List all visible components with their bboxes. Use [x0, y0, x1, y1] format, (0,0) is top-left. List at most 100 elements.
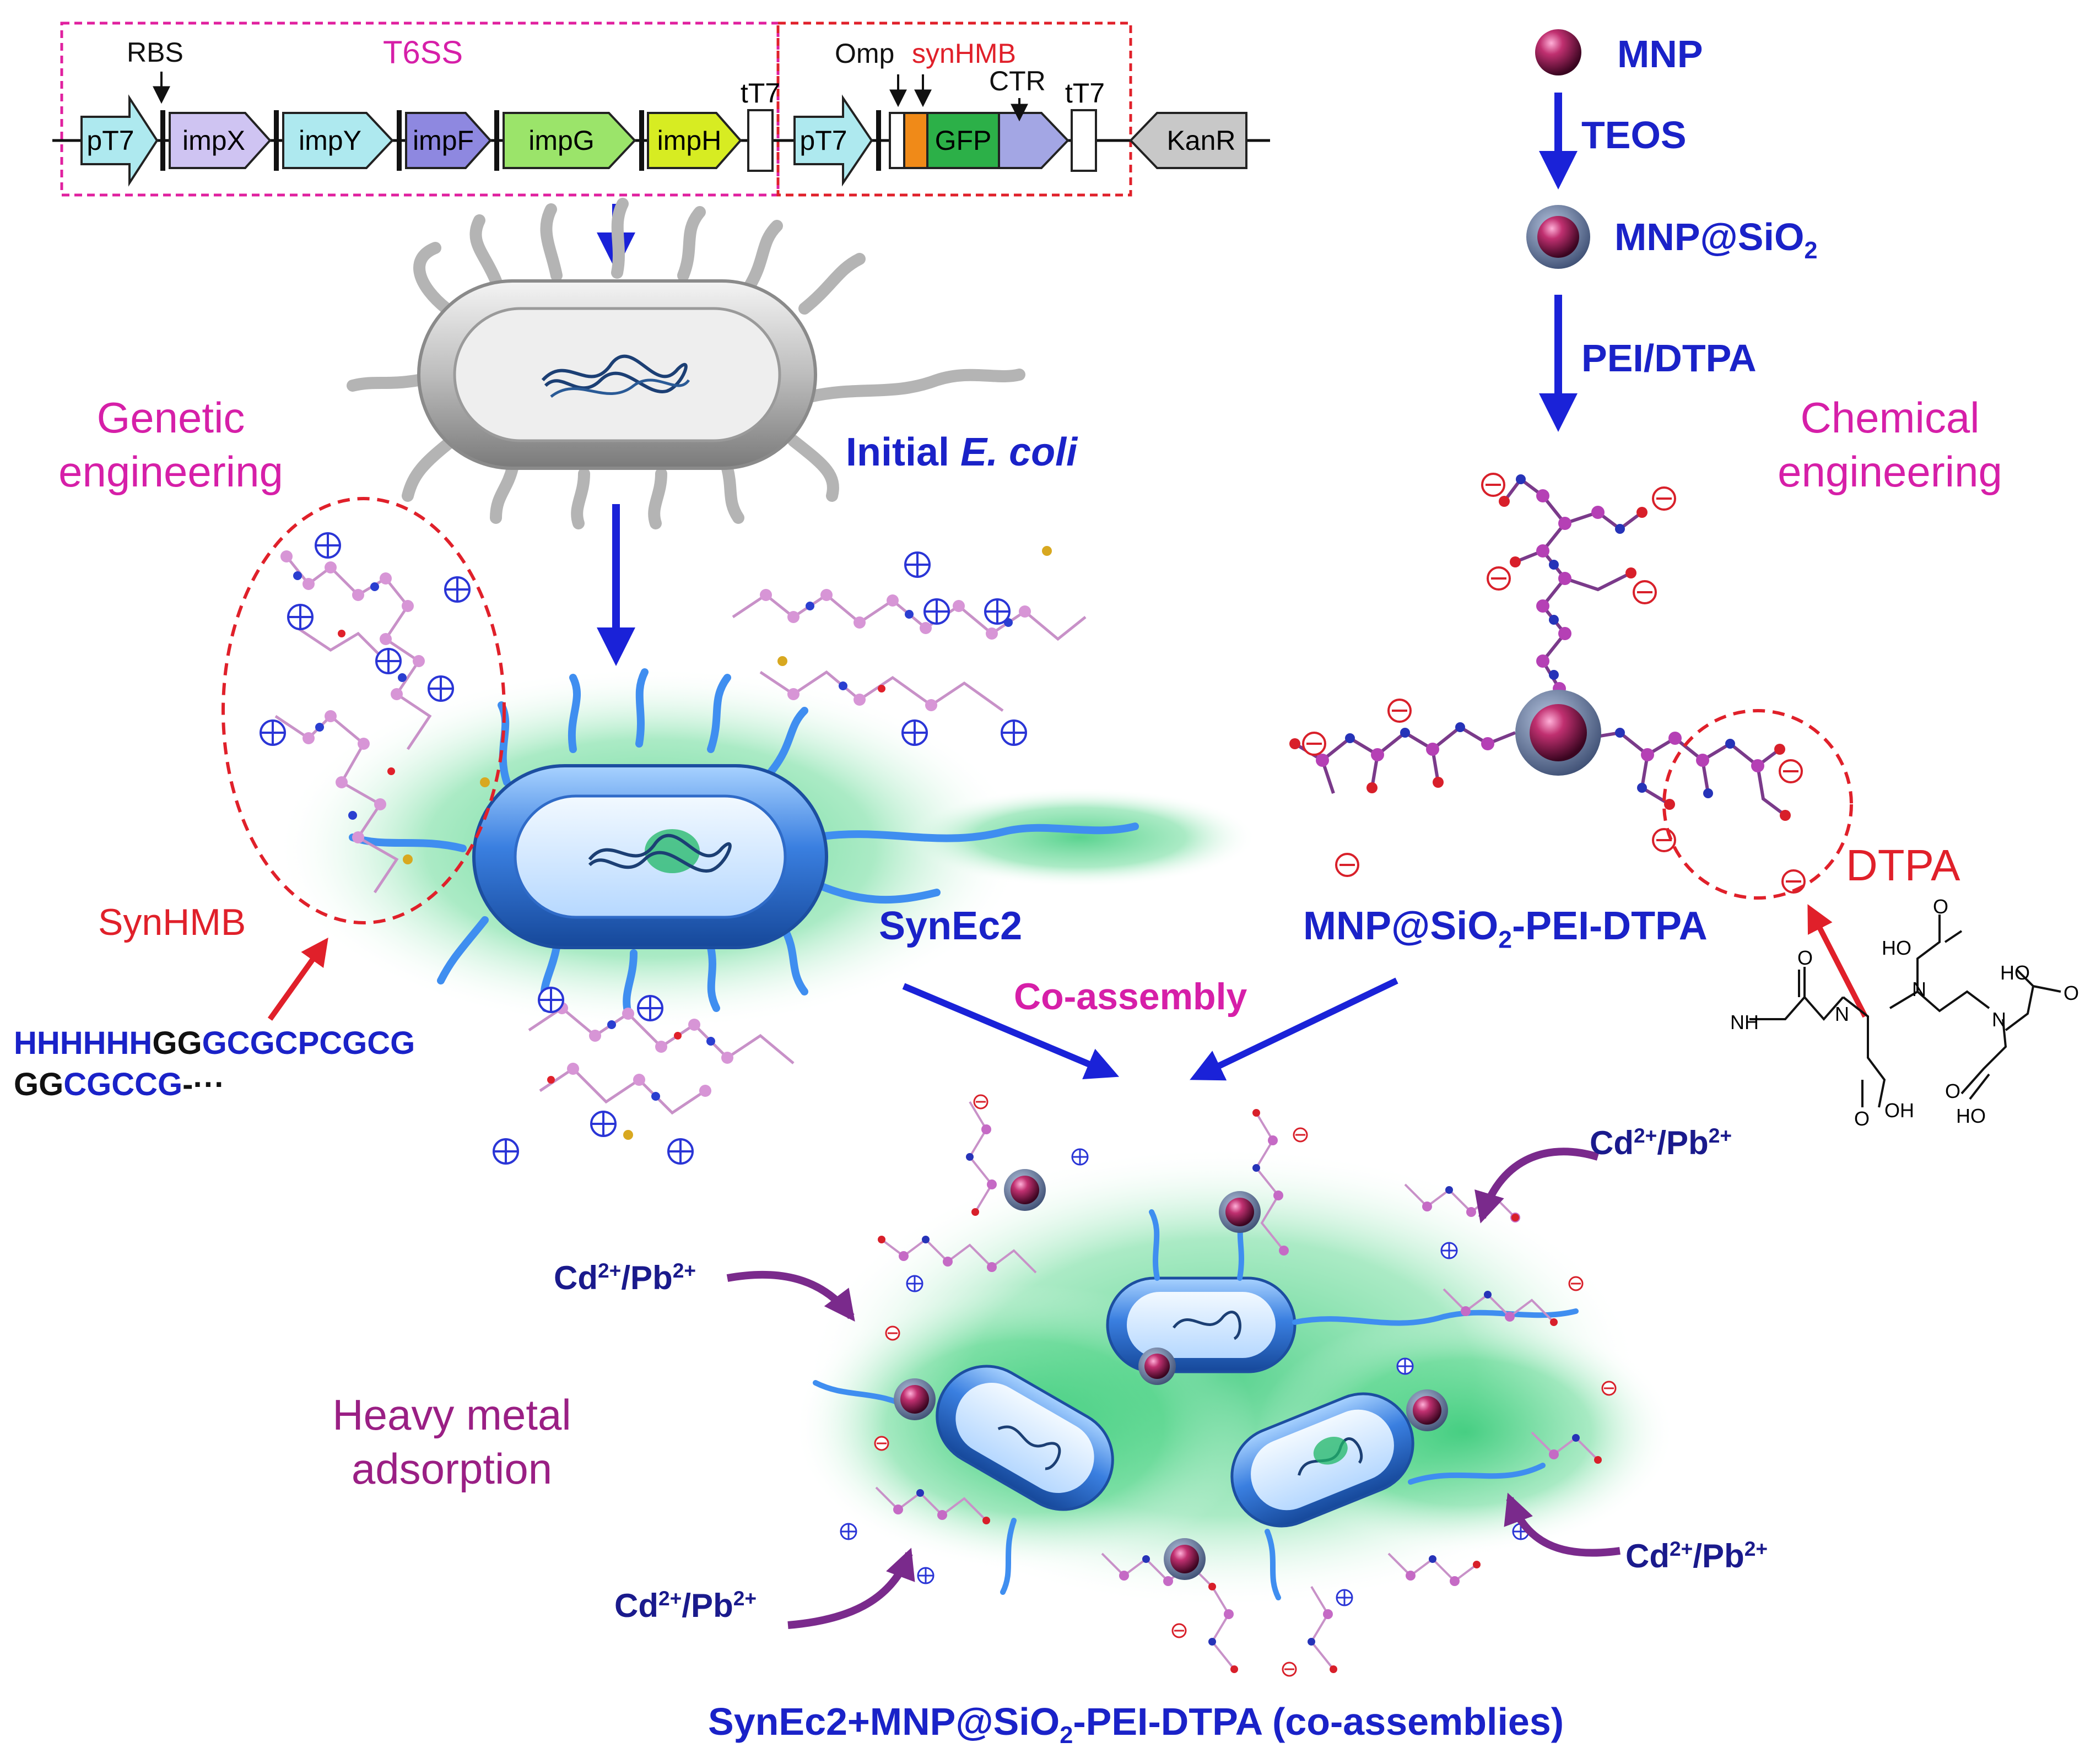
coassembly-positive-charges: [840, 1148, 1530, 1606]
coassembly-negative-charges: [874, 1094, 1617, 1677]
kanr-label: KanR: [1166, 125, 1236, 156]
omp-segment: [889, 112, 905, 169]
initial-label: Initial: [846, 430, 961, 474]
metal-arrow-left: [726, 1270, 855, 1322]
mnp-sio2-sub: 2: [1804, 237, 1818, 264]
mnp-sio2-label: MNP@SiO2: [1614, 215, 1818, 264]
composite-post: -PEI-DTPA: [1512, 904, 1708, 948]
coassembly-label: Co-assembly: [1014, 976, 1247, 1018]
synhmb-gene-label: synHMB: [912, 38, 1016, 69]
cd-pb-label-top-right: Cd2+/Pb2+: [1590, 1124, 1732, 1161]
dtpa-atom-nh: NH: [1730, 1011, 1759, 1033]
coassembly-cell-3: [1230, 1392, 1414, 1528]
mnp-particle: [1535, 29, 1581, 75]
synec2-label: SynEc2: [879, 904, 1023, 948]
caption-pre: SynEc2+MNP@SiO: [708, 1700, 1060, 1743]
chemical-engineering-label: Chemical engineering: [1747, 391, 2033, 499]
genetic-line1: Genetic: [96, 393, 245, 442]
caption-sub: 2: [1060, 1722, 1073, 1749]
dtpa-atom-ho2: HO: [2000, 961, 2030, 984]
metal-arrow-top-right: [1474, 1148, 1600, 1224]
positive-charges: [260, 532, 1027, 1165]
heavy-metal-label: Heavy metal adsorption: [309, 1388, 595, 1496]
dtpa-atom-ho1: HO: [1882, 937, 1911, 959]
synhmb-segment: [903, 112, 928, 169]
pt7-label-1: pT7: [87, 125, 134, 156]
tt7-label-1: tT7: [740, 78, 781, 109]
initial-ecoli-label: Initial E. coli: [846, 430, 1077, 475]
chemical-line2: engineering: [1778, 447, 2002, 496]
synhmb-label: SynHMB: [98, 901, 246, 943]
coassembly-arrow-right: [1190, 977, 1398, 1081]
dtpa-atom-oh1: OH: [1884, 1099, 1914, 1122]
tt7-terminator-1: [747, 109, 774, 172]
cd-pb-label-bottom-right: Cd2+/Pb2+: [1625, 1537, 1768, 1574]
cd-pb-label-left: Cd2+/Pb2+: [554, 1259, 696, 1296]
composite-label: MNP@SiO2-PEI-DTPA: [1303, 903, 1708, 954]
caption-post: -PEI-DTPA (co-assemblies): [1073, 1700, 1564, 1743]
synhmb-highlight-ellipse: [222, 497, 506, 924]
dtpa-atom-o5: O: [1945, 1080, 1961, 1102]
ctr-label: CTR: [989, 66, 1046, 96]
dtpa-highlight-circle: [1662, 709, 1853, 900]
cd-pb-label-bottom-left: Cd2+/Pb2+: [614, 1587, 757, 1624]
mnp-label: MNP: [1617, 33, 1703, 75]
tt7-terminator-2: [1071, 109, 1097, 172]
composite-core: [1530, 704, 1587, 761]
composite-pre: MNP@SiO: [1303, 904, 1499, 948]
coassembly-mnp-particles: [894, 1169, 1448, 1580]
dtpa-label: DTPA: [1846, 841, 1960, 890]
coassembly-cell-2: [936, 1365, 1114, 1511]
sequence-line-2: GGCGCCG-···: [14, 1066, 225, 1103]
metal-arrow-bottom-right: [1504, 1492, 1621, 1557]
dtpa-arrow: [1807, 904, 1868, 1018]
ctr-segment: [998, 112, 1069, 169]
initial-ecoli: [347, 198, 1025, 529]
mnp-core: [1537, 216, 1579, 258]
dtpa-atom-n3: N: [1992, 1008, 2006, 1031]
mnp-sio2-text: MNP@SiO: [1614, 215, 1805, 258]
impf-gene: [405, 112, 492, 169]
dtpa-atom-o3: O: [1797, 946, 1813, 969]
coassembly-caption: SynEc2+MNP@SiO2-PEI-DTPA (co-assemblies): [708, 1700, 1564, 1749]
mnp-series: [1526, 29, 1590, 269]
heavy-line1: Heavy metal: [332, 1390, 571, 1439]
impx-gene: [169, 112, 272, 169]
dtpa-atom-o4: O: [1854, 1107, 1870, 1130]
seq-tail: -···: [182, 1067, 225, 1102]
impy-label: impY: [299, 125, 361, 156]
gfp-label: GFP: [935, 125, 992, 156]
seq-gg-2: GG: [14, 1067, 64, 1102]
imph-label: impH: [657, 125, 722, 156]
initial-species: E. coli: [960, 430, 1078, 474]
pt7-label-2: pT7: [800, 125, 847, 156]
kanr-gene: [1129, 112, 1247, 169]
coassembly-cell-1: [1106, 1276, 1297, 1373]
omp-label: Omp: [835, 38, 895, 69]
synec2-cell: [222, 497, 1256, 1165]
chemical-line1: Chemical: [1800, 393, 1980, 442]
dtpa-atom-o2: O: [2064, 982, 2079, 1004]
pt7-promoter-2: [793, 94, 873, 187]
tt7-label-2: tT7: [1065, 78, 1105, 109]
impg-gene: [503, 112, 636, 169]
rbs-label: RBS: [127, 37, 183, 68]
synhmb-box: [776, 21, 1132, 197]
pei-dtpa-label: PEI/DTPA: [1581, 337, 1757, 380]
dtpa-structure: [1749, 915, 2061, 1108]
synhmb-clusters: [274, 546, 1087, 1140]
seq-his-tag: HHHHHH: [14, 1025, 153, 1061]
seq-motif-1: GCGCPCGCG: [202, 1025, 415, 1061]
teos-label: TEOS: [1581, 113, 1687, 156]
gfp-segment: [926, 112, 1000, 169]
metal-arrow-bottom-left: [787, 1547, 915, 1629]
heavy-line2: adsorption: [351, 1444, 553, 1493]
dtpa-atom-o1: O: [1933, 895, 1949, 918]
coassembly-arrow-left: [902, 983, 1120, 1080]
dtpa-composite: [1289, 473, 1853, 900]
t6ss-label: T6SS: [383, 35, 463, 71]
pt7-promoter-1: [80, 94, 159, 187]
genetic-engineering-label: Genetic engineering: [39, 391, 303, 499]
